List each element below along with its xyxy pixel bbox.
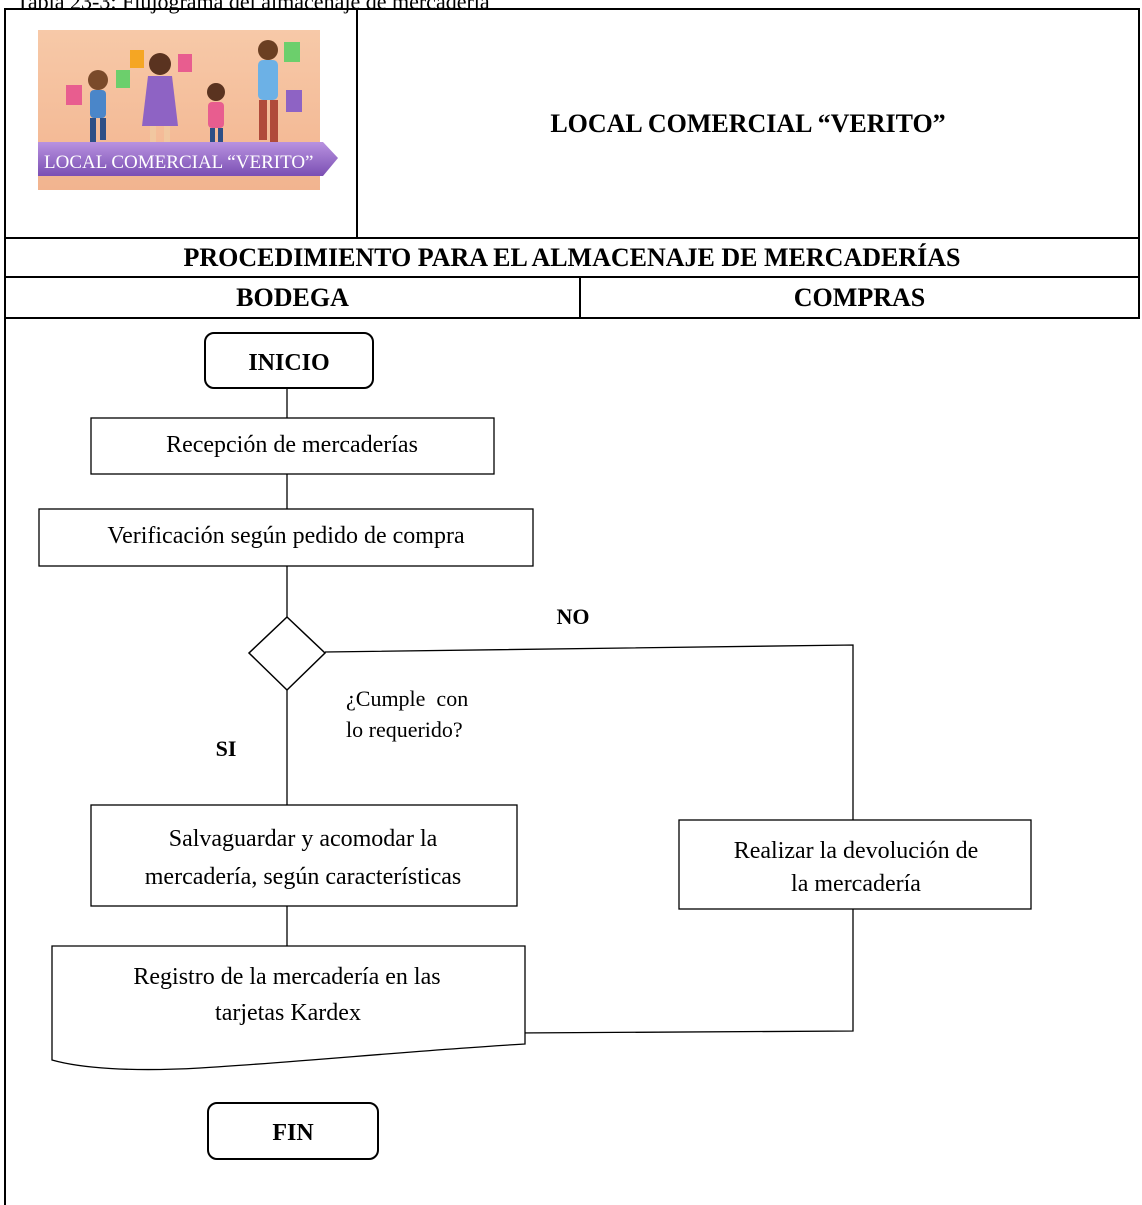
store-step-line1: Salvaguardar y acomodar la [169,826,438,852]
register-document-line2: tarjetas Kardex [215,1000,361,1026]
verification-step-label: Verificación según pedido de compra [107,523,465,549]
connector-return-to-register [514,909,854,1034]
decision-question-line1: ¿Cumple con [346,686,468,711]
connector-decision-no [324,644,854,820]
decision-question-line2: lo requerido? [346,717,463,742]
decision-diamond [247,615,327,692]
procedure-title-text: PROCEDIMIENTO PARA EL ALMACENAJE DE MERC… [183,242,961,272]
register-document [51,945,526,1071]
return-step-line2: la mercadería [791,871,921,897]
shopping-family-illustration [66,40,302,158]
yes-label: SI [216,736,237,761]
procedure-title: PROCEDIMIENTO PARA EL ALMACENAJE DE MERC… [4,237,1140,278]
end-label: FIN [272,1120,314,1146]
column-header-bodega: BODEGA [4,276,581,319]
store-step [90,804,518,907]
table-caption: Tabla 23-3: Flujograma del almacenaje de… [16,0,490,14]
flow-area-left-border [4,317,6,1205]
reception-step [90,417,495,475]
company-logo: LOCAL COMERCIAL “VERITO” [38,30,338,190]
store-step-line2: mercadería, según características [145,864,461,890]
column-header-compras: COMPRAS [579,276,1140,319]
reception-step-label: Recepción de mercaderías [166,432,418,458]
no-label: NO [557,604,590,629]
register-document-line1: Registro de la mercadería en las [133,964,440,990]
return-step-line1: Realizar la devolución de [734,838,979,864]
logo-text: LOCAL COMERCIAL “VERITO” [44,152,314,173]
company-title: LOCAL COMERCIAL “VERITO” [550,108,946,138]
end-terminal [207,1102,379,1160]
start-terminal [204,332,374,389]
start-label: INICIO [248,350,329,376]
return-step [678,819,1032,910]
verification-step [38,508,534,567]
